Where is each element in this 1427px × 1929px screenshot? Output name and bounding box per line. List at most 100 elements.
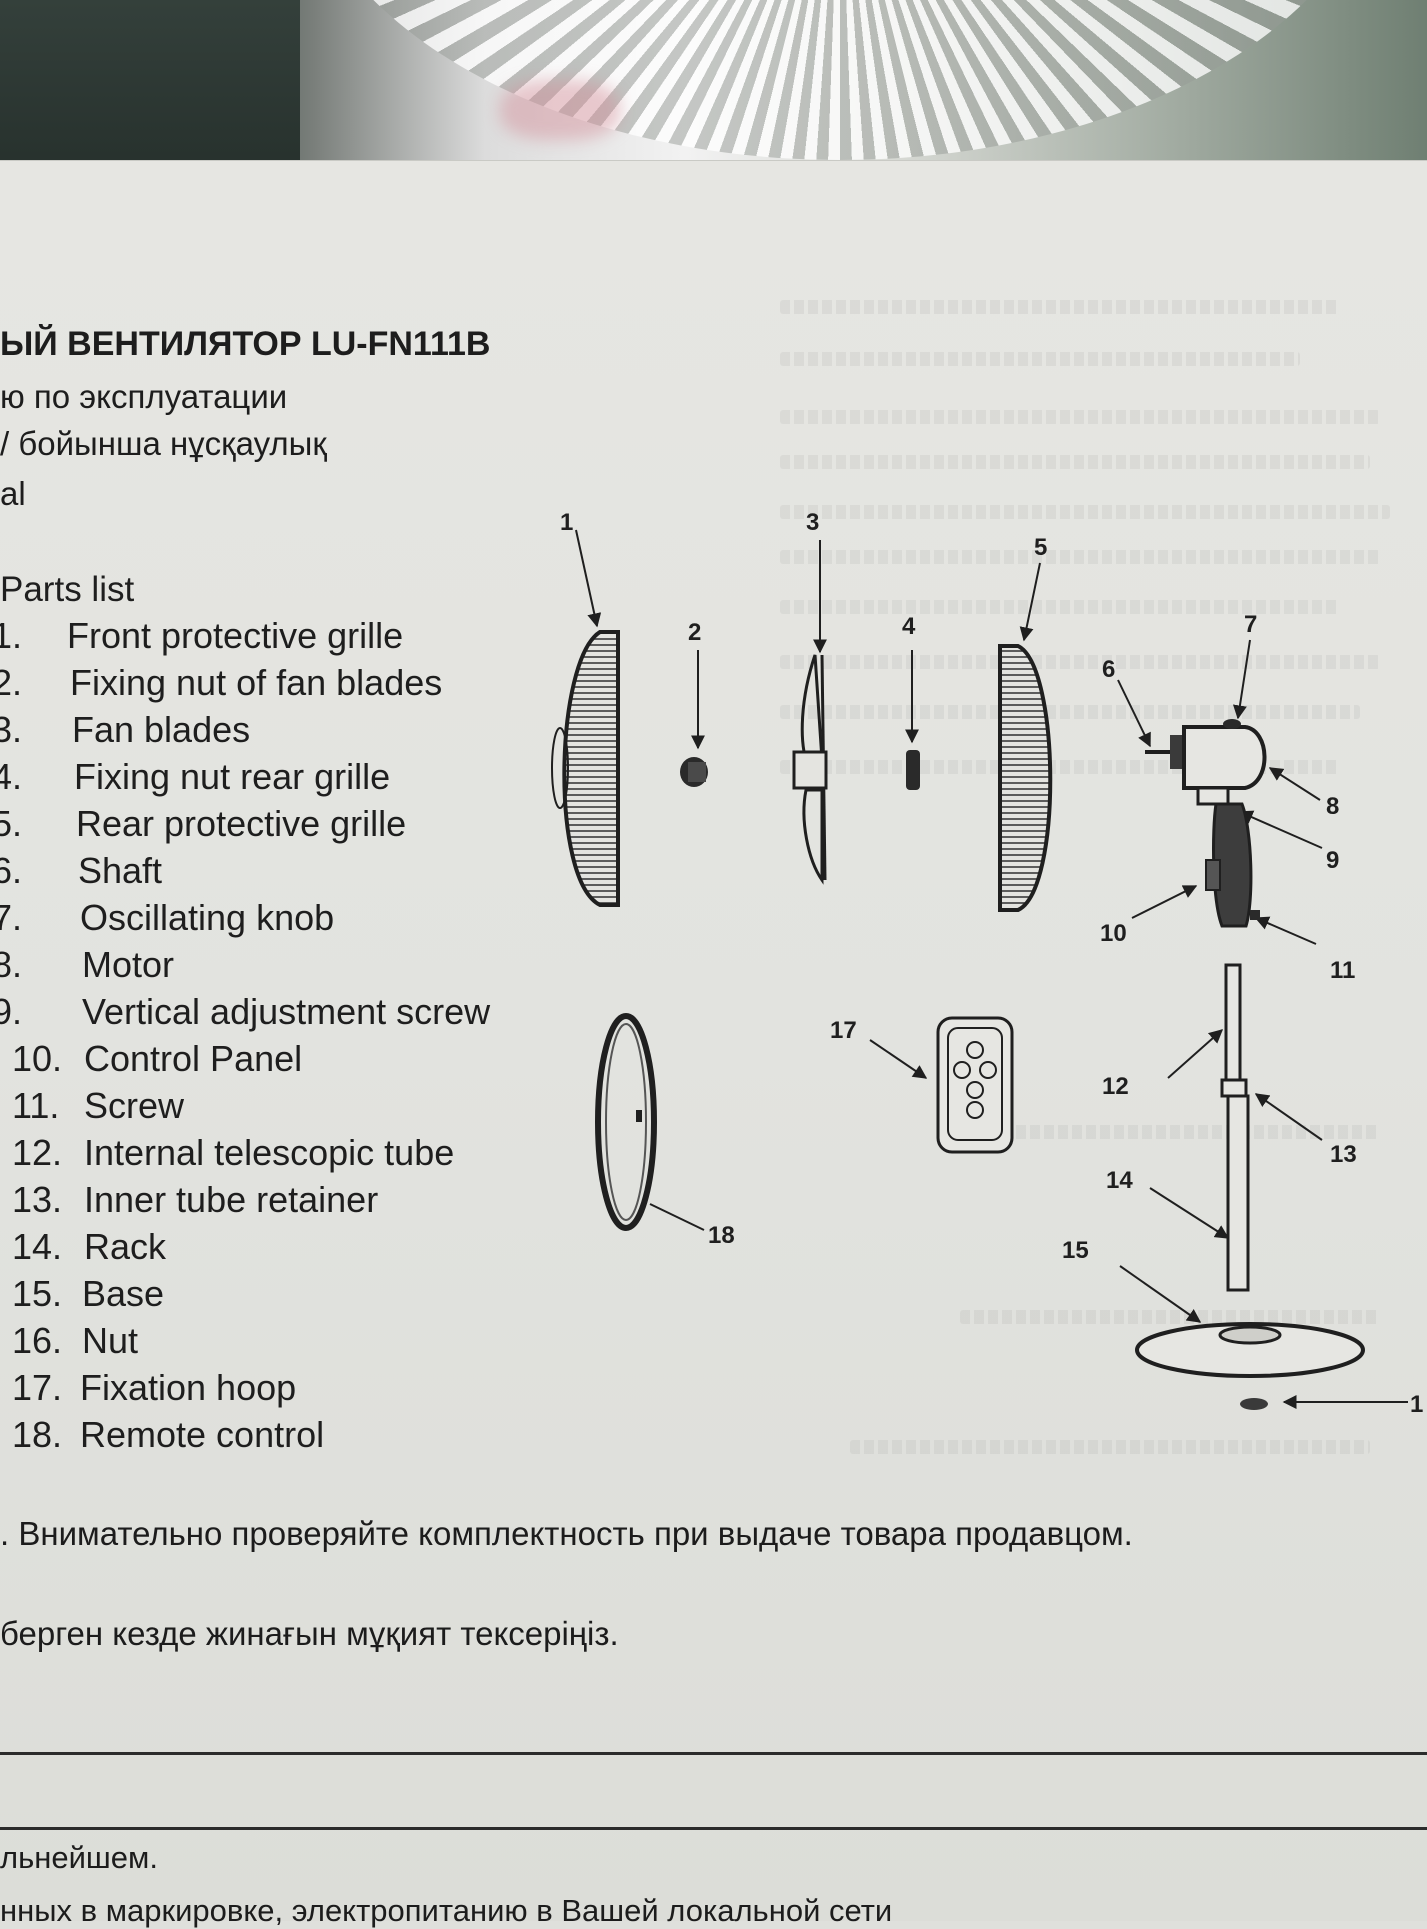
- callout-arrow-1: [575, 529, 602, 628]
- part-number: 5.: [0, 803, 23, 844]
- part-label: Fixing nut rear grille: [74, 756, 391, 797]
- footer-line-1: льнейшем.: [0, 1840, 158, 1875]
- part-label: Remote control: [80, 1414, 325, 1455]
- callout-arrow-7: [1232, 639, 1251, 720]
- part-number: 3.: [0, 709, 23, 750]
- part-label: Front protective grille: [67, 615, 404, 656]
- notice-kazakh: берген кезде жинағын мұқият тексеріңіз.: [0, 1615, 619, 1652]
- part-number: 16.: [12, 1320, 63, 1361]
- callout-arrow-9: [1238, 810, 1323, 849]
- document-subtitle-en: al: [0, 475, 26, 512]
- callout-8: 8: [1326, 793, 1339, 820]
- callout-17: 18: [708, 1222, 735, 1249]
- callout-arrow-14: [1149, 1187, 1230, 1239]
- callout-6: 6: [1102, 656, 1115, 683]
- part-label: Inner tube retainer: [84, 1179, 379, 1220]
- bleed-through-line: [780, 600, 1340, 614]
- part-number: 7.: [0, 897, 23, 938]
- part-label: Rack: [84, 1226, 167, 1267]
- part-number: 17.: [12, 1367, 63, 1408]
- part-label: Oscillating knob: [80, 897, 335, 938]
- footer-line-2: нных в маркировке, электропитанию в Ваше…: [0, 1893, 893, 1928]
- rear-grille-drawing: [998, 644, 1053, 912]
- bleed-through-line: [780, 550, 1380, 564]
- callout-16: 1: [1410, 1391, 1423, 1418]
- front-grille-drawing: [551, 630, 620, 907]
- photo-shadow: [0, 0, 300, 170]
- base-drawing: [1135, 1322, 1365, 1378]
- callout-arrow-15: [1119, 1265, 1202, 1323]
- bleed-through-line: [780, 505, 1390, 519]
- callout-arrow-11: [1254, 916, 1317, 945]
- part-label: Shaft: [78, 850, 163, 891]
- bleed-through-line: [780, 655, 1380, 669]
- part-number: 12.: [12, 1132, 63, 1173]
- callout-arrow-8: [1268, 767, 1321, 801]
- rear-grille-nut-drawing: [906, 750, 920, 790]
- paper-sheet: [0, 160, 1427, 1921]
- blade-nut-drawing: [680, 757, 708, 787]
- part-label: Control Panel: [84, 1038, 303, 1079]
- fixation-hoop-drawing: [595, 1013, 657, 1231]
- motor-head-drawing: [1145, 719, 1267, 928]
- callout-13: 13: [1330, 1141, 1357, 1168]
- fan-blades-drawing: [792, 654, 828, 885]
- callout-2: 2: [688, 619, 701, 646]
- callout-arrow-12: [1167, 1029, 1224, 1079]
- bleed-through-line: [960, 1125, 1380, 1139]
- part-number: 15.: [12, 1273, 63, 1314]
- callout-line-17: [649, 1203, 705, 1231]
- callout-14: 14: [1106, 1167, 1133, 1194]
- part-number: 11.: [12, 1085, 60, 1126]
- callout-9: 9: [1326, 847, 1339, 874]
- part-label: Motor: [82, 944, 175, 985]
- part-number: 6.: [0, 850, 23, 891]
- callout-11: 11: [1330, 957, 1355, 984]
- callout-arrow-13: [1254, 1093, 1323, 1141]
- part-label: Vertical adjustment screw: [82, 991, 491, 1032]
- part-label: Nut: [82, 1320, 139, 1361]
- part-label: Fixing nut of fan blades: [70, 662, 443, 703]
- callout-10: 10: [1100, 920, 1127, 947]
- bleed-through-line: [780, 705, 1360, 719]
- part-label: Fixation hoop: [80, 1367, 297, 1408]
- part-label: Base: [82, 1273, 165, 1314]
- callout-18: 17: [830, 1017, 857, 1044]
- part-number: 13.: [12, 1179, 63, 1220]
- callout-arrow-6: [1117, 679, 1151, 748]
- bleed-through-line: [780, 352, 1300, 366]
- callout-3: 3: [806, 509, 819, 536]
- divider-line: [0, 1752, 1427, 1755]
- photo-highlight: [500, 80, 620, 140]
- base-nut-drawing: [1240, 1398, 1268, 1410]
- bleed-through-line: [850, 1440, 1370, 1454]
- callout-5: 5: [1034, 534, 1047, 561]
- part-number: 18.: [12, 1414, 63, 1455]
- callout-1: 1: [560, 509, 573, 536]
- bleed-through-line: [780, 300, 1340, 314]
- part-label: Fan blades: [72, 709, 251, 750]
- remote-control-drawing: [936, 1016, 1014, 1154]
- document-title: ЫЙ ВЕНТИЛЯТОР LU-FN111B: [0, 325, 491, 363]
- notice-russian: . Внимательно проверяйте комплектность п…: [0, 1515, 1133, 1552]
- background-photo: [0, 0, 1427, 170]
- bleed-through-line: [960, 1310, 1380, 1324]
- callout-15: 15: [1062, 1237, 1089, 1264]
- callout-4: 4: [902, 613, 916, 640]
- part-number: 8.: [0, 944, 23, 985]
- document-subtitle-ru: ю по эксплуатации: [0, 378, 288, 415]
- bleed-through-line: [780, 455, 1370, 469]
- part-number: 1.: [0, 615, 23, 656]
- part-number: 2.: [0, 662, 23, 703]
- callout-12: 12: [1102, 1073, 1129, 1100]
- part-number: 10.: [12, 1038, 63, 1079]
- document-subtitle-kz: / бойынша нұсқаулық: [0, 425, 327, 462]
- bleed-through-line: [780, 410, 1380, 424]
- part-number: 4.: [0, 756, 23, 797]
- part-label: Rear protective grille: [76, 803, 407, 844]
- part-label: Internal telescopic tube: [84, 1132, 455, 1173]
- callout-7: 7: [1244, 611, 1257, 638]
- callout-arrow-5: [1019, 562, 1041, 642]
- callout-arrow-10: [1131, 885, 1198, 919]
